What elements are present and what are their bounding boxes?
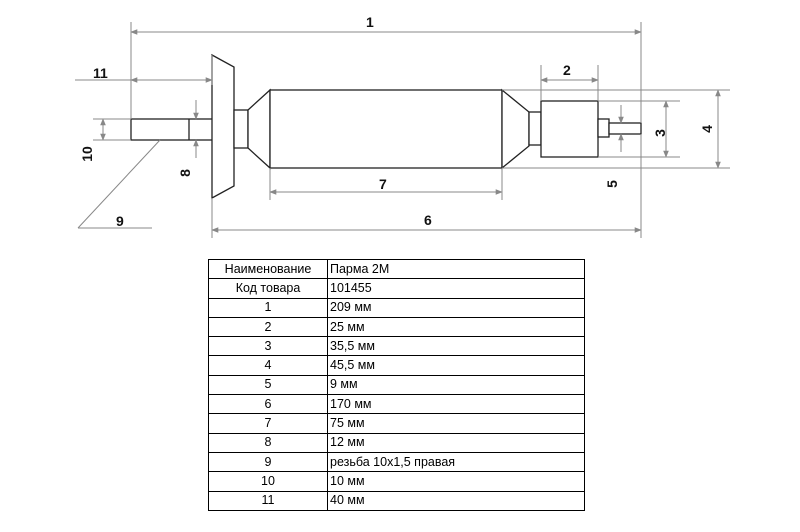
collar [233,109,249,149]
dim-label-10: 10 [79,146,95,162]
param-name-cell: 1 [208,297,328,318]
dim-label-6: 6 [424,212,432,228]
commutator [540,100,599,158]
dim-label-3: 3 [652,129,668,137]
param-value-cell: 25 мм [327,316,585,338]
dim-label-4: 4 [699,125,715,133]
param-name-cell: 6 [208,394,328,415]
dim-label-9: 9 [116,213,124,229]
dim-label-1: 1 [366,14,374,30]
commutator-collar [528,111,542,146]
param-value-cell: резьба 10х1,5 правая [327,451,585,473]
left-shaft [130,118,214,141]
param-name-cell: 9 [208,451,328,473]
param-value-cell: 9 мм [327,374,585,396]
dim-label-7: 7 [379,176,387,192]
header-value-cell: Парма 2М [327,258,585,280]
dim-label-11: 11 [93,65,108,81]
param-value-cell: 101455 [327,278,585,299]
dimension-lines [75,22,730,238]
param-name-cell: 11 [208,490,328,511]
param-value-cell: 45,5 мм [327,355,585,376]
fan-plate [211,53,235,200]
param-name-cell: 10 [208,471,328,492]
param-name-cell: 4 [208,355,328,376]
dim-label-8: 8 [177,169,193,177]
param-name-cell: 8 [208,432,328,453]
header-name-cell: Наименование [208,258,328,280]
right-cone [501,88,530,170]
param-name-cell: Код товара [208,278,328,299]
armature-part [130,53,642,200]
param-name-cell: 3 [208,336,328,357]
table-header-row: Наименование Парма 2М [208,258,585,280]
param-value-cell: 10 мм [327,471,585,492]
param-value-cell: 75 мм [327,413,585,434]
dim-label-5: 5 [604,180,620,188]
bearing-seat [597,118,610,138]
param-value-cell: 170 мм [327,394,585,415]
param-value-cell: 209 мм [327,297,585,318]
left-cone [247,88,271,170]
dim-label-2: 2 [563,62,571,78]
param-name-cell: 2 [208,316,328,338]
main-body [269,89,503,169]
param-value-cell: 12 мм [327,432,585,453]
armature-drawing: 1 2 3 4 5 6 7 8 9 10 11 [75,14,730,238]
param-name-cell: 5 [208,374,328,396]
dimension-labels: 1 2 3 4 5 6 7 8 9 10 11 [79,14,715,229]
param-name-cell: 7 [208,413,328,434]
shaft-tip [608,122,642,135]
param-value-cell: 40 мм [327,490,585,511]
param-value-cell: 35,5 мм [327,336,585,357]
